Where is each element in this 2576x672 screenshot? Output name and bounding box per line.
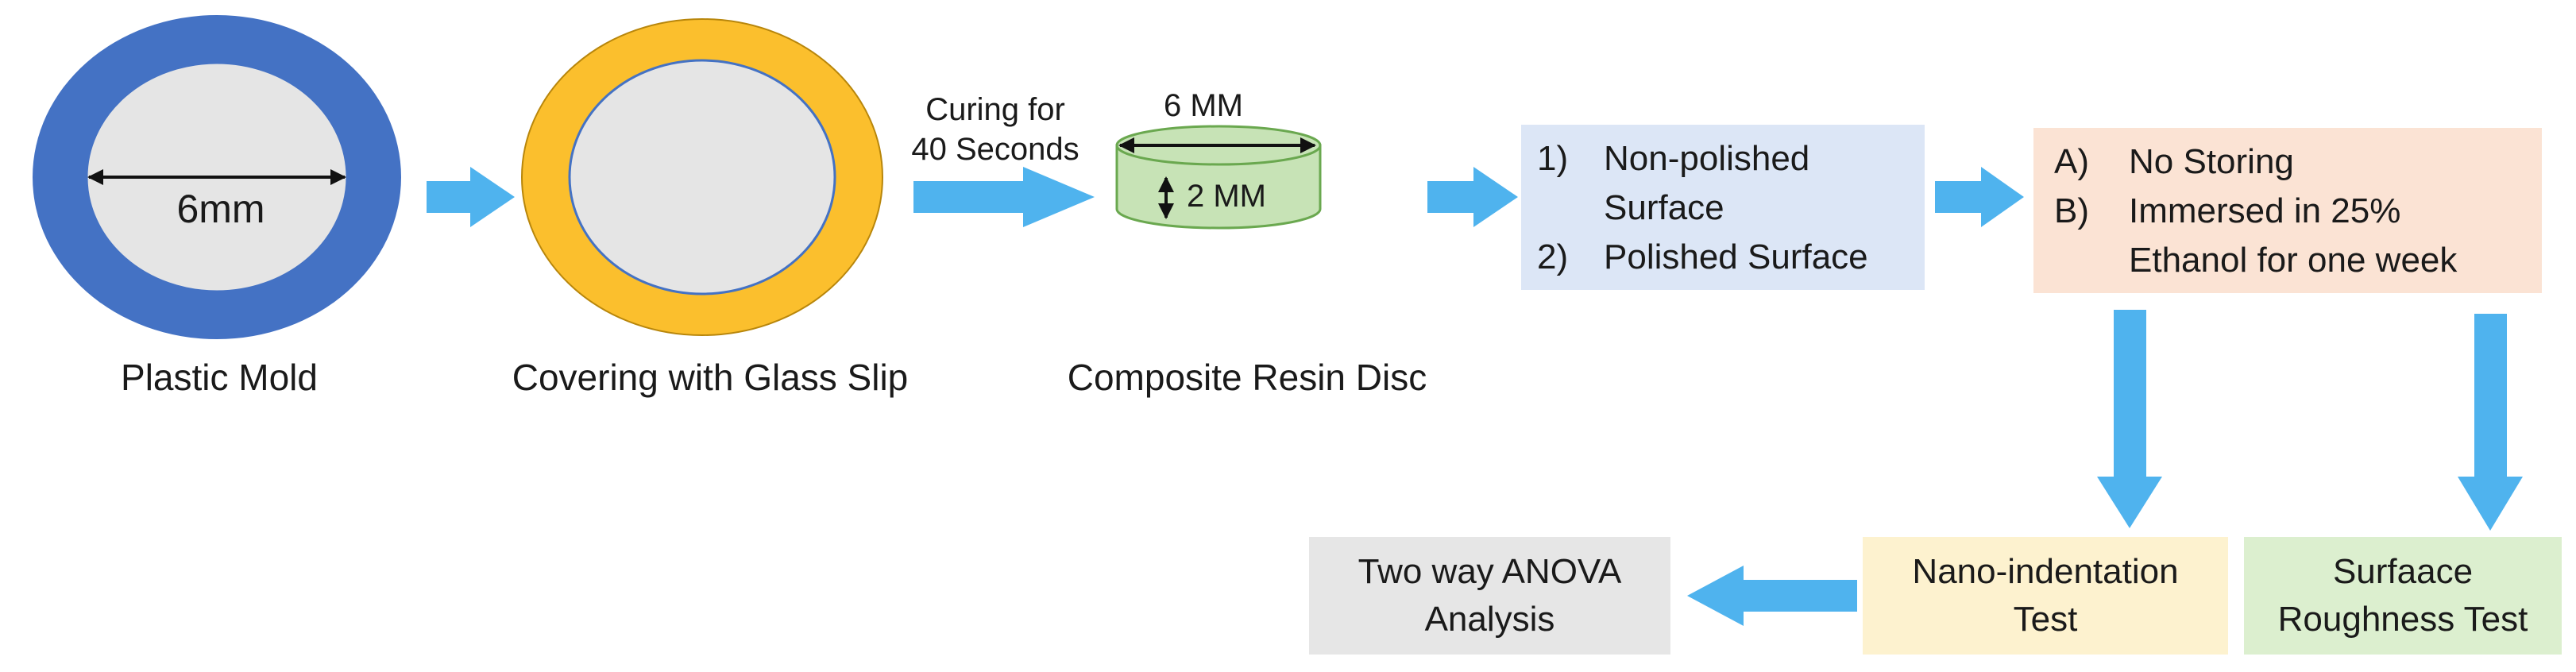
arrow-down-icon <box>2458 314 2523 531</box>
item-text: Polished Surface <box>1604 238 1868 276</box>
arrow-right-icon <box>427 167 515 227</box>
glass-slip-cavity <box>568 59 836 295</box>
storage-item: B) Immersed in 25%Ethanol for one week <box>2054 187 2542 285</box>
mold-diameter-label: 6mm <box>176 187 265 231</box>
nano-indentation-test-box: Nano-indentation Test <box>1863 537 2228 655</box>
arrow-right-icon <box>1427 167 1518 227</box>
item-number: 2) <box>1537 238 1569 276</box>
anova-analysis-box: Two way ANOVA Analysis <box>1309 537 1670 655</box>
item-number: 1) <box>1537 139 1569 178</box>
arrow-left-icon <box>1687 566 1857 626</box>
roughness-test-line2: Roughness Test <box>2277 600 2528 639</box>
roughness-test-line1: Surfaace <box>2332 552 2474 591</box>
item-number: B) <box>2054 191 2089 230</box>
storage-item: A) No Storing <box>2054 137 2542 187</box>
curing-label-line2: 40 Seconds <box>911 132 1079 167</box>
disc-height-label: 2 MM <box>1187 179 1266 214</box>
disc-width-label: 6 MM <box>1164 88 1243 123</box>
item-text: Immersed in 25%Ethanol for one week <box>2129 191 2458 280</box>
nano-test-line1: Nano-indentation <box>1912 552 2179 591</box>
plastic-mold-caption: Plastic Mold <box>121 357 318 398</box>
surface-item: 2) Polished Surface <box>1537 233 1925 282</box>
storage-condition-box: A) No Storing B) Immersed in 25%Ethanol … <box>2033 128 2542 293</box>
arrow-right-icon <box>913 167 1095 227</box>
surface-roughness-test-box: Surfaace Roughness Test <box>2244 537 2562 655</box>
arrow-right-icon <box>1935 167 2024 227</box>
item-number: A) <box>2054 142 2089 181</box>
arrow-down-icon <box>2097 310 2162 528</box>
nano-test-line2: Test <box>2013 600 2078 639</box>
anova-line2: Analysis <box>1424 600 1555 639</box>
anova-line1: Two way ANOVA <box>1358 552 1622 591</box>
item-text: No Storing <box>2129 142 2294 181</box>
curing-label-line1: Curing for <box>925 92 1065 127</box>
resin-disc-caption: Composite Resin Disc <box>1067 357 1427 398</box>
glass-slip-caption: Covering with Glass Slip <box>512 357 909 398</box>
